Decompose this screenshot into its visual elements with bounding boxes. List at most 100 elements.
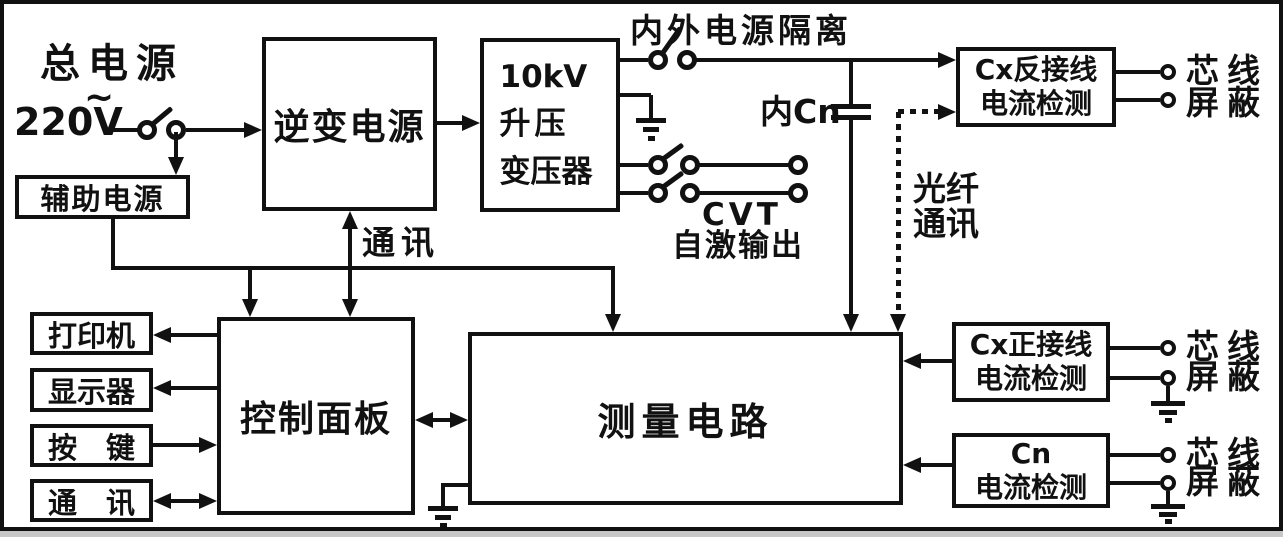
frame-top	[0, 0, 1283, 4]
inverter-label: 逆变电源	[273, 107, 426, 148]
printer-box: 打印机	[30, 312, 153, 355]
arrow-to-measure	[903, 457, 921, 473]
shield-terminal	[1160, 370, 1176, 386]
wire	[169, 333, 217, 337]
shield-terminal	[1160, 475, 1176, 491]
ground-icon	[648, 136, 655, 141]
measurement-box: 测量电路	[468, 332, 903, 505]
wire	[174, 132, 178, 159]
ground-icon	[1151, 504, 1185, 509]
arrow-to-measure	[903, 353, 921, 369]
voltage-label: 220V	[14, 100, 123, 144]
wire	[698, 163, 790, 167]
shield-label: 屏蔽	[1186, 83, 1268, 122]
control-panel-box: 控制面板	[217, 317, 415, 515]
arrow-to-comm	[153, 493, 171, 509]
isolation-label: 内外电源隔离	[630, 11, 852, 50]
wire	[248, 268, 252, 301]
ground-icon	[636, 118, 666, 123]
arrow-to-panel	[415, 412, 433, 428]
wire	[431, 418, 452, 422]
wire	[1110, 346, 1160, 350]
aux-power-box: 辅助电源	[15, 175, 190, 219]
core-terminal	[1160, 64, 1176, 80]
cx-forward-box: Cx正接线 电流检测	[952, 322, 1110, 402]
transformer-line1: 10kV	[499, 59, 588, 95]
wire	[620, 58, 648, 62]
wire	[1116, 98, 1160, 102]
transformer-box: 10kV 升压 变压器	[480, 38, 620, 212]
cvt-label: CVT	[702, 197, 782, 233]
wire	[1116, 70, 1160, 74]
wire	[437, 121, 464, 125]
inner-cn-label: 内Cn	[760, 92, 841, 131]
cvt-terminal	[788, 183, 808, 203]
wire	[611, 268, 615, 316]
wire	[649, 95, 653, 119]
wire	[849, 60, 853, 104]
printer-label: 打印机	[47, 318, 135, 353]
wire	[441, 483, 468, 487]
keys-label: 按 键	[47, 430, 135, 465]
ground-icon	[1159, 410, 1177, 415]
ac-tilde: ~	[84, 77, 115, 118]
aux-bus-wire	[111, 266, 615, 270]
ground-icon	[428, 506, 458, 511]
cx-reverse-box: Cx反接线 电流检测	[956, 47, 1116, 127]
arrow-to-panel	[342, 299, 358, 317]
wire	[849, 120, 853, 316]
core-label: 芯线	[1186, 327, 1268, 366]
capacitor-plate	[831, 115, 871, 120]
arrow-to-printer	[153, 327, 171, 343]
switch-contact	[680, 155, 700, 175]
arrow-to-measure	[450, 412, 468, 428]
fiber-wire	[898, 109, 938, 114]
ground-icon	[643, 127, 659, 132]
shield-terminal	[1160, 92, 1176, 108]
fiber-label-line2: 通讯	[913, 204, 979, 243]
main-power-label: 总电源	[40, 41, 184, 87]
wire	[698, 191, 790, 195]
cx-forward-line1: Cx正接线	[969, 328, 1093, 362]
core-label: 芯线	[1186, 51, 1268, 90]
fiber-label-line1: 光纤	[913, 169, 979, 208]
wire	[1166, 386, 1170, 402]
arrow-to-display	[153, 380, 171, 396]
cn-line1: Cn	[1010, 436, 1052, 470]
cvt-output-label: 自激输出	[672, 228, 804, 264]
cx-forward-line2: 电流检测	[974, 362, 1087, 395]
transformer-line2: 升压	[499, 106, 570, 142]
switch-contact	[677, 50, 697, 70]
arrow-to-panel	[242, 299, 258, 317]
wire	[169, 386, 217, 390]
cx-reverse-line1: Cx反接线	[974, 53, 1098, 87]
comm-link-label: 通讯	[362, 223, 440, 262]
inverter-box: 逆变电源	[262, 37, 437, 211]
core-terminal	[1160, 447, 1176, 463]
wire	[921, 463, 952, 467]
wire	[186, 128, 246, 132]
aux-power-label: 辅助电源	[40, 182, 165, 216]
frame-right	[1279, 0, 1283, 531]
hv-bus-wire	[695, 58, 940, 62]
wire	[620, 191, 648, 195]
ground-icon	[1159, 512, 1177, 517]
keys-box: 按 键	[30, 424, 153, 467]
frame-shadow	[0, 531, 1283, 537]
frame-left	[0, 0, 4, 531]
shield-label: 屏蔽	[1186, 357, 1268, 396]
wire	[1110, 453, 1160, 457]
transformer-line3: 变压器	[499, 154, 593, 190]
wire	[1110, 376, 1160, 380]
frame-bottom	[0, 527, 1283, 531]
wire	[1110, 481, 1160, 485]
comm-label: 通 讯	[47, 485, 135, 520]
wire	[108, 128, 138, 132]
wire	[620, 93, 651, 97]
arrow-to-measure	[843, 314, 859, 332]
arrow-to-measure	[605, 314, 621, 332]
arrow-to-inverter	[342, 211, 358, 229]
wire	[1166, 491, 1170, 505]
display-box: 显示器	[30, 368, 153, 412]
